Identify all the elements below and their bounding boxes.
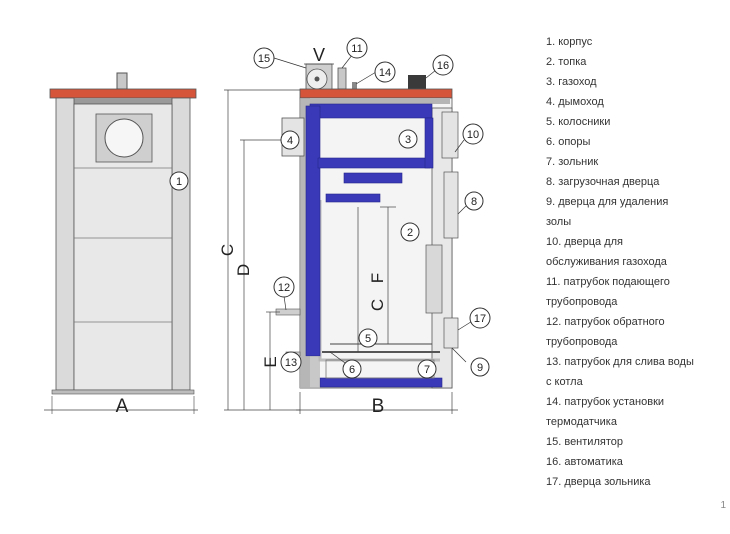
svg-text:2: 2 — [407, 227, 413, 239]
legend-item: 16. автоматика — [546, 456, 623, 468]
dim-b-label: B — [372, 396, 385, 417]
legend-item-continuation: обслуживания газохода — [546, 256, 667, 268]
callout-8: 8 — [464, 191, 484, 211]
callout-9: 9 — [470, 357, 490, 377]
svg-text:7: 7 — [424, 364, 430, 376]
dim-v-label: V — [313, 45, 325, 65]
legend-item: 10. дверца для — [546, 236, 623, 248]
legend-list: 1. корпус 2. топка 3. газоход 4. дымоход… — [546, 32, 694, 492]
svg-text:5: 5 — [365, 333, 371, 345]
svg-text:10: 10 — [467, 129, 479, 141]
svg-text:1: 1 — [176, 176, 182, 188]
callout-17: 17 — [469, 307, 491, 329]
callout-4: 4 — [280, 130, 300, 150]
svg-text:11: 11 — [351, 43, 362, 55]
legend-item-continuation: с котла — [546, 376, 583, 388]
callout-10: 10 — [462, 123, 484, 145]
page-number: 1 — [720, 500, 726, 511]
legend-item: 17. дверца зольника — [546, 476, 651, 488]
callout-11: 11 — [346, 37, 368, 59]
legend-item-continuation: термодатчика — [546, 416, 617, 428]
callout-14: 14 — [374, 61, 396, 83]
dim-f-label: F — [368, 273, 387, 283]
side-view — [275, 63, 459, 389]
legend-item: 14. патрубок установки — [546, 396, 665, 408]
svg-text:17: 17 — [474, 313, 486, 325]
legend-item: 5. колосники — [546, 116, 611, 128]
callout-16: 16 — [432, 54, 454, 76]
svg-text:16: 16 — [437, 60, 449, 72]
legend-item-continuation: золы — [546, 216, 572, 228]
legend-item: 4. дымоход — [546, 96, 604, 108]
dim-c-outer-label: C — [218, 244, 237, 256]
dim-a-label: A — [116, 396, 129, 417]
legend-item: 11. патрубок подающего — [546, 276, 670, 288]
legend-item: 2. топка — [546, 56, 587, 68]
dimension-lines — [224, 63, 458, 414]
front-view: A — [44, 72, 198, 417]
water-jacket — [305, 103, 443, 388]
svg-text:6: 6 — [349, 364, 355, 376]
svg-text:13: 13 — [285, 357, 297, 369]
svg-text:4: 4 — [287, 135, 293, 147]
callout-7: 7 — [417, 359, 437, 379]
legend-item: 13. патрубок для слива воды — [546, 356, 694, 368]
legend-item: 3. газоход — [546, 76, 597, 88]
dim-d-label: D — [234, 264, 253, 276]
callout-15: 15 — [253, 47, 275, 69]
boiler-diagram: A 1 — [44, 37, 491, 417]
svg-text:8: 8 — [471, 196, 477, 208]
legend-item: 8. загрузочная дверца — [546, 176, 660, 188]
legend-item: 6. опоры — [546, 136, 591, 148]
legend-item: 12. патрубок обратного — [546, 316, 665, 328]
legend-item-continuation: трубопровода — [546, 296, 618, 308]
dim-e-label: E — [261, 356, 280, 367]
callout-12: 12 — [273, 276, 295, 298]
legend-item: 1. корпус — [546, 36, 593, 48]
callout-3: 3 — [398, 129, 418, 149]
svg-text:9: 9 — [477, 362, 483, 374]
legend-item-continuation: трубопровода — [546, 336, 618, 348]
svg-text:14: 14 — [379, 67, 391, 79]
callout-1: 1 — [169, 171, 189, 191]
legend-item: 9. дверца для удаления — [546, 196, 669, 208]
callout-2: 2 — [400, 222, 420, 242]
legend-item: 7. зольник — [546, 156, 599, 168]
svg-text:3: 3 — [405, 134, 411, 146]
legend-item: 15. вентилятор — [546, 436, 623, 448]
svg-text:12: 12 — [278, 282, 290, 294]
dim-c-inner-label: C — [368, 299, 387, 311]
callout-13: 13 — [280, 351, 302, 373]
callout-6: 6 — [342, 359, 362, 379]
callout-5: 5 — [358, 328, 378, 348]
svg-text:15: 15 — [258, 53, 270, 65]
